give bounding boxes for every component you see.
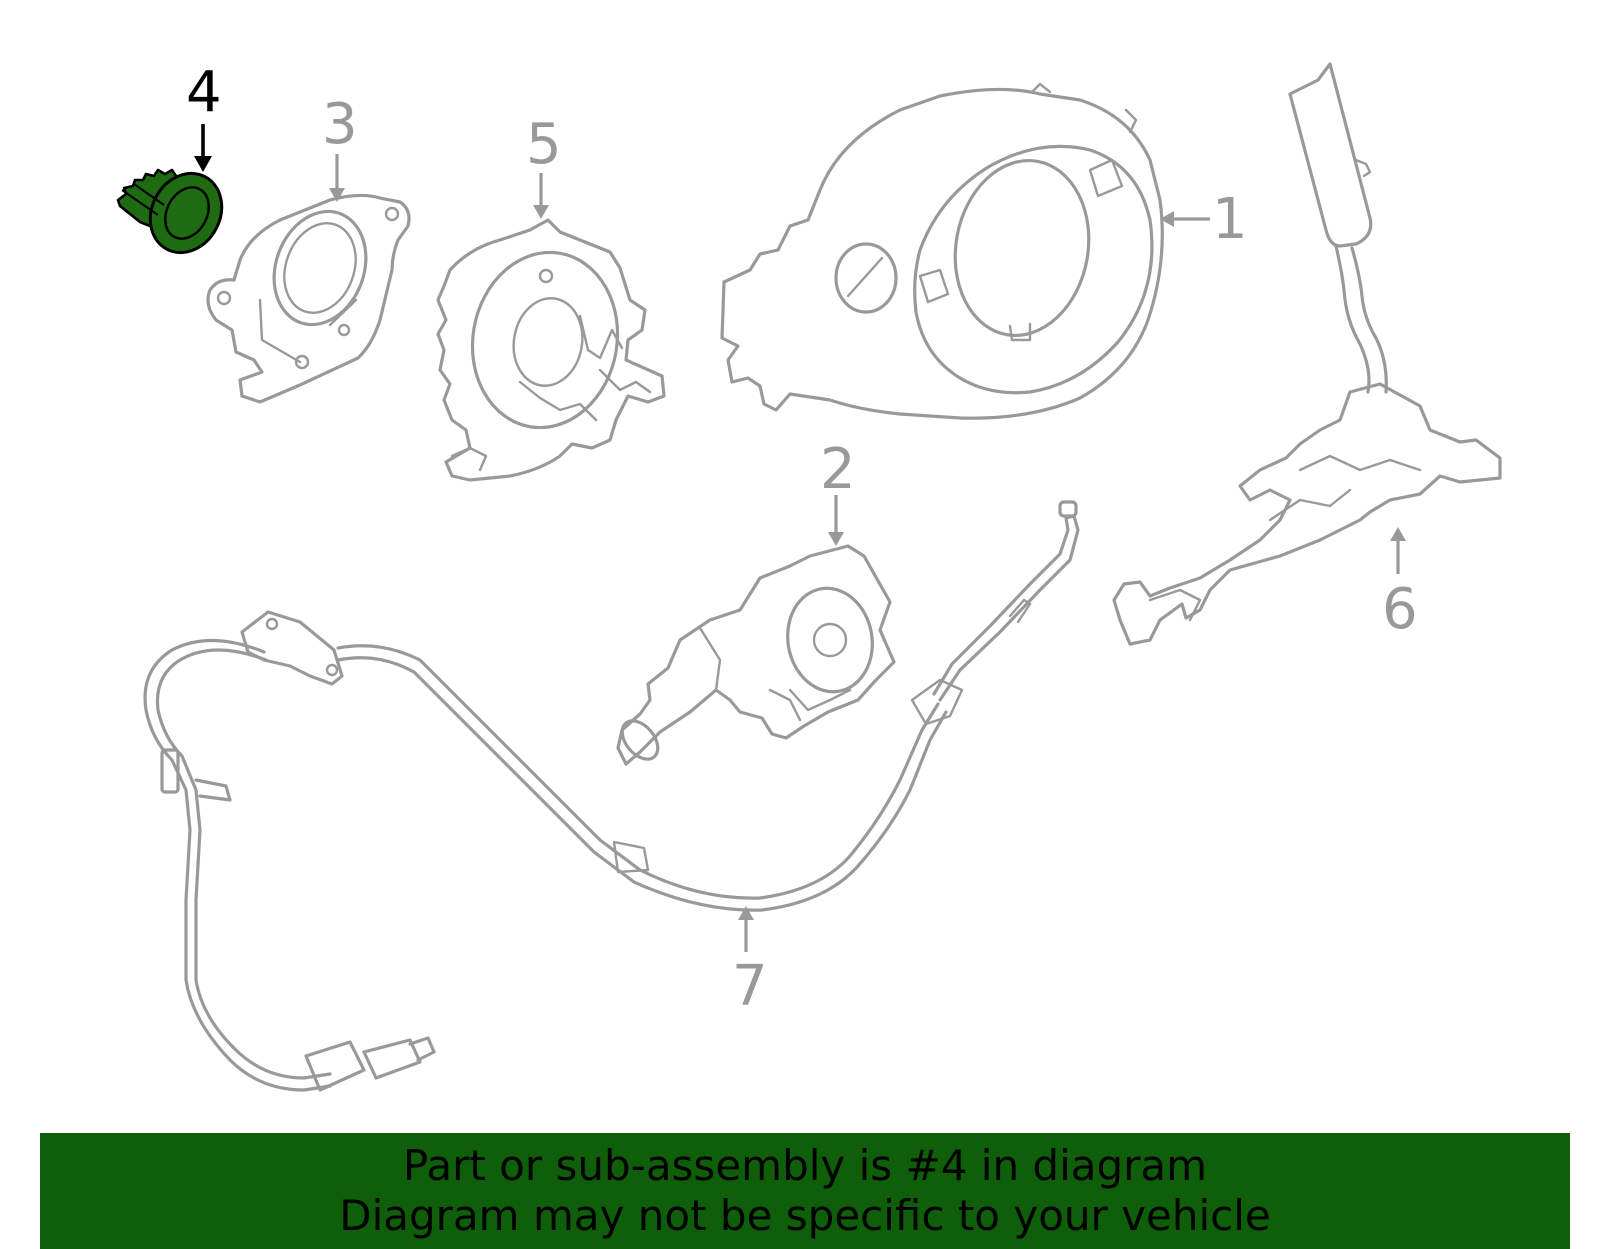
callout-7[interactable]: 7 — [732, 954, 768, 1019]
callout-3[interactable]: 3 — [322, 92, 358, 157]
part-7-interlock-cable[interactable] — [143, 500, 1080, 1092]
banner-line-part: Part or sub-assembly is #4 in diagram — [402, 1141, 1208, 1190]
banner-line-disclaimer: Diagram may not be specific to your vehi… — [339, 1191, 1271, 1240]
callout-6[interactable]: 6 — [1382, 577, 1418, 642]
part-2-combination-switch[interactable] — [615, 544, 896, 766]
callout-4[interactable]: 4 — [186, 60, 222, 125]
part-5-spiral-cable[interactable] — [436, 218, 666, 482]
callout-labels: 1 2 3 4 5 6 7 — [186, 60, 1418, 1019]
callout-5[interactable]: 5 — [526, 112, 562, 177]
callout-1[interactable]: 1 — [1212, 187, 1248, 252]
callout-arrows — [194, 124, 1406, 952]
info-banner: Part or sub-assembly is #4 in diagram Di… — [40, 1133, 1570, 1249]
part-3-sensor-plate[interactable] — [206, 193, 411, 404]
part-1-column-cover[interactable] — [720, 82, 1164, 420]
part-4-bezel[interactable] — [116, 161, 235, 265]
part-6-shift-lever[interactable] — [1112, 62, 1502, 646]
callout-2[interactable]: 2 — [820, 437, 856, 502]
